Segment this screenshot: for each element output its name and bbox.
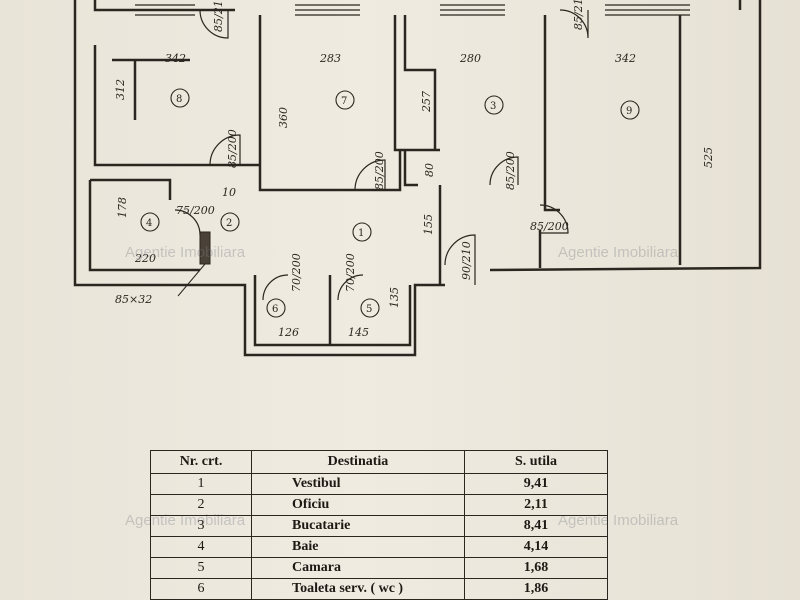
dimension-label: 280 (459, 52, 481, 65)
column-header: S. utila (463, 450, 609, 474)
dimension-label: 85×32 (115, 293, 152, 306)
dimension-label: 220 (134, 252, 156, 265)
table-row: 3 Bucatarie 8,41 (149, 515, 609, 537)
room-number: 7 (341, 96, 347, 107)
dimension-label: 135 (388, 287, 401, 308)
room-destination: Toaleta serv. ( wc ) (251, 578, 465, 600)
dimension-label: 283 (319, 52, 341, 65)
room-area: 9,41 (463, 473, 609, 495)
outer-wall-right (489, 0, 762, 272)
room-number: 2 (226, 218, 232, 229)
table-row: 1 Vestibul 9,41 (149, 473, 609, 495)
dimension-label: 145 (348, 326, 369, 339)
dimension-label: 312 (114, 79, 127, 100)
partition (543, 15, 560, 212)
room-destination: Baie (251, 536, 465, 558)
dimension-label: 525 (702, 147, 715, 168)
partition (253, 275, 412, 347)
dimension-label: 257 (420, 91, 433, 113)
partition (90, 178, 172, 200)
door-label: 85/200 (530, 220, 569, 233)
partition (88, 180, 200, 272)
door-label: 90/210 (460, 241, 473, 280)
table-row: 4 Baie 4,14 (149, 536, 609, 558)
room-number: 4 (146, 218, 152, 229)
partition (393, 15, 440, 152)
door-label: 85/200 (373, 151, 386, 190)
row-number: 5 (149, 557, 253, 579)
door-label: 75/200 (176, 204, 215, 217)
partition (403, 150, 418, 187)
partition (403, 15, 437, 150)
partition (112, 58, 190, 120)
door-label: 85/210 (572, 0, 585, 30)
door-swings (174, 9, 589, 301)
column-header: Destinatia (251, 450, 465, 474)
dimension-label: 178 (116, 197, 129, 218)
column-header: Nr. crt. (149, 450, 253, 474)
windows (135, 4, 690, 16)
dimension-label: 126 (278, 326, 299, 339)
room-area: 2,11 (463, 494, 609, 516)
area-table: Nr. crt. Destinatia S. utila 1 Vestibul … (149, 450, 609, 600)
table-row: 2 Oficiu 2,11 (149, 494, 609, 516)
room-number: 8 (176, 94, 182, 105)
room-number: 5 (366, 304, 372, 315)
floor-plan: 8 7 3 9 1 2 4 6 5 342 283 280 342 220 12… (73, 0, 762, 357)
door-label: 70/200 (290, 253, 303, 292)
door-label: 85/200 (504, 151, 517, 190)
partition (258, 15, 402, 192)
row-number: 1 (149, 473, 253, 495)
row-number: 2 (149, 494, 253, 516)
row-number: 3 (149, 515, 253, 537)
room-area: 1,86 (463, 578, 609, 600)
dimension-label: 360 (277, 107, 290, 128)
dimension-label: 80 (423, 163, 436, 177)
partition (93, 45, 260, 167)
outer-wall (73, 0, 445, 357)
watermark: Agentie Imobiliara (558, 244, 679, 261)
room-area: 4,14 (463, 536, 609, 558)
room-area: 8,41 (463, 515, 609, 537)
room-destination: Bucatarie (251, 515, 465, 537)
watermark: Agentie Imobiliara (125, 244, 246, 261)
room-number: 1 (358, 228, 364, 239)
room-destination: Vestibul (251, 473, 465, 495)
row-number: 4 (149, 536, 253, 558)
door-label: 85/210 (212, 0, 225, 32)
room-area: 1,68 (463, 557, 609, 579)
dimension-label: 342 (165, 52, 186, 65)
room-destination: Oficiu (251, 494, 465, 516)
room-number: 9 (626, 106, 632, 117)
table-row: 6 Toaleta serv. ( wc ) 1,86 (149, 578, 609, 600)
row-number: 6 (149, 578, 253, 600)
room-number: 6 (272, 304, 278, 315)
dimension-label: 155 (422, 214, 435, 235)
door-label: 70/200 (344, 253, 357, 292)
room-number: 3 (490, 101, 496, 112)
room-destination: Camara (251, 557, 465, 579)
dimension-label: 342 (615, 52, 636, 65)
table-row: 5 Camara 1,68 (149, 557, 609, 579)
dimension-label: 10 (222, 186, 236, 199)
table-header-row: Nr. crt. Destinatia S. utila (149, 450, 609, 474)
door-label: 85/200 (226, 129, 239, 168)
